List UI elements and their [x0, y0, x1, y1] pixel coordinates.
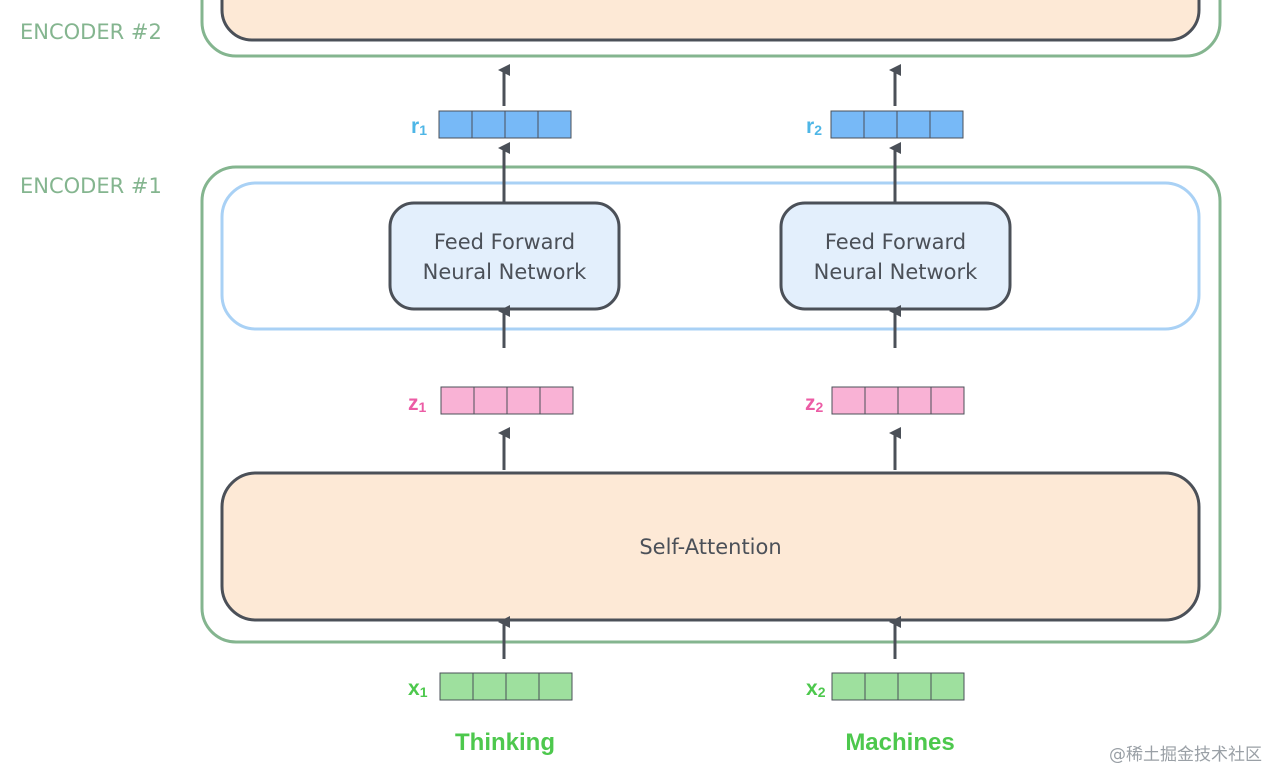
vector-x2-cell [831, 672, 866, 701]
vector-r1-cell [504, 110, 539, 139]
arrows [498, 64, 901, 659]
encoder-1-label: ENCODER #1 [20, 174, 162, 198]
vector-z2-cell [864, 386, 899, 415]
vector-z1-cell [440, 386, 475, 415]
encoder-2: ENCODER #2 [20, 0, 1222, 58]
vector-r2-cell [863, 110, 898, 139]
encoder-2-attention-box [220, 0, 1201, 42]
self-attention-label: Self-Attention [639, 535, 781, 559]
vector-r2-cell [896, 110, 931, 139]
encoder-1: ENCODER #1 Feed Forward Neural Network F… [20, 165, 1222, 644]
vector-x2-label: x2 [806, 677, 826, 700]
vector-r2: r2 [806, 110, 964, 139]
vector-r1-cell [471, 110, 506, 139]
vector-x1-cell [439, 672, 474, 701]
vector-r1: r1 [411, 110, 572, 139]
ffnn-layer [220, 181, 1201, 331]
vector-x1-cell [538, 672, 573, 701]
vector-z2-cell [831, 386, 866, 415]
vector-r2-cell [830, 110, 865, 139]
vector-z1: z1 [408, 386, 574, 415]
vector-r1-cell [438, 110, 473, 139]
self-attention-box: Self-Attention [220, 471, 1201, 622]
vector-r2-label: r2 [806, 115, 822, 138]
encoder-2-frame [200, 0, 1222, 58]
ffnn-box-1-line1: Feed Forward [434, 230, 575, 254]
watermark: @稀土掘金技术社区 [1109, 745, 1262, 765]
vector-z1-label: z1 [408, 392, 427, 415]
vector-x1-label: x1 [408, 677, 428, 700]
input-word-1: Thinking [455, 729, 555, 756]
vector-r2-cell [929, 110, 964, 139]
vector-x2: x2 [806, 672, 965, 701]
vector-z2-label: z2 [805, 392, 824, 415]
ffnn-box-1: Feed Forward Neural Network [388, 201, 621, 311]
input-word-2: Machines [845, 729, 954, 756]
vector-x1: x1 [408, 672, 573, 701]
vector-r1-cell [537, 110, 572, 139]
encoder-1-frame [200, 165, 1222, 644]
ffnn-box-2-line1: Feed Forward [825, 230, 966, 254]
vector-z2-cell [930, 386, 965, 415]
vector-x2-cell [864, 672, 899, 701]
vector-r1-label: r1 [411, 115, 427, 138]
vector-z1-cell [473, 386, 508, 415]
vector-x2-cell [897, 672, 932, 701]
vector-z2-cell [897, 386, 932, 415]
vector-x2-cell [930, 672, 965, 701]
vector-z2: z2 [805, 386, 965, 415]
encoder-2-label: ENCODER #2 [20, 20, 162, 44]
vector-z1-cell [506, 386, 541, 415]
ffnn-box-2: Feed Forward Neural Network [779, 201, 1012, 311]
ffnn-box-2-line2: Neural Network [814, 260, 978, 284]
ffnn-box-1-line2: Neural Network [423, 260, 587, 284]
vector-z1-cell [539, 386, 574, 415]
vector-x1-cell [505, 672, 540, 701]
vector-x1-cell [472, 672, 507, 701]
